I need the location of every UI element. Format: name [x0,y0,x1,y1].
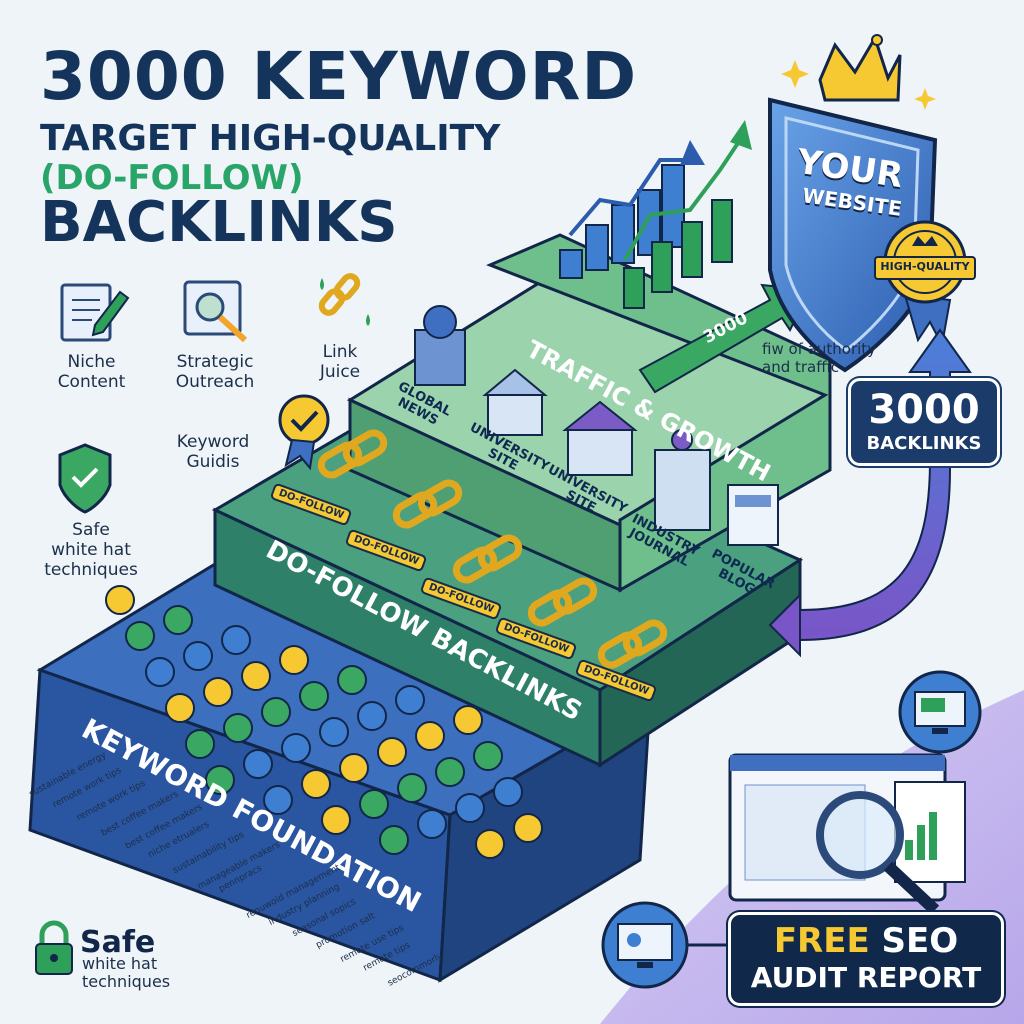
keyword-topic-icon [379,825,409,855]
keyword-topic-icon [165,693,195,723]
keyword-topic-icon [319,717,349,747]
chain-links-group [317,429,668,669]
feature-safe-white-hat: Safe white hat techniques [44,520,138,580]
keyword-topic-icon [163,605,193,635]
keyword-topic-icon [301,769,331,799]
keyword-topic-icon [203,677,233,707]
keyword-topic-icon [279,645,309,675]
keyword-topic-icon [185,729,215,759]
keyword-topic-icon [337,665,367,695]
headline-target-quality: TARGET HIGH-QUALITY [40,118,501,159]
keyword-topic-icon [339,753,369,783]
keyword-topic-icon [243,749,273,779]
audit-word-free: FREE [773,921,870,961]
keyword-topic-icon [221,625,251,655]
keyword-topic-icon [435,757,465,787]
headline-dofollow: (DO-FOLLOW) [40,158,304,198]
check-badge-icon [278,394,330,471]
magnifier-icon [816,791,940,915]
global-news-building-icon [414,305,466,386]
university-site-building-2-icon [562,400,638,476]
keyword-topic-icon [357,701,387,731]
high-quality-label: HIGH-QUALITY [880,260,970,273]
monitor-icon-top [898,670,982,754]
keyword-topic-icon [415,721,445,751]
feature-niche-content: Niche Content [57,352,126,392]
document-pen-icon [60,283,130,342]
chain-link-juice-icon [318,273,370,326]
feature-keyword-guides: Keyword Guidis [176,432,250,472]
keyword-topic-icon [417,809,447,839]
outreach-magnifier-icon [183,280,248,343]
authority-traffic-text: fiw of authority and traffic [762,340,877,376]
keyword-topic-icon [281,733,311,763]
keyword-topic-icon [105,585,135,615]
bottom-safe-subtext: white hat techniques [82,954,171,991]
monitor-icon-bottom [601,901,728,989]
safe-shield-check-icon [58,443,112,514]
keyword-topic-icon [205,765,235,795]
curved-arrow-backlinks [768,328,972,658]
crown-icon [781,34,936,110]
keyword-topic-icon [125,621,155,651]
keyword-topic-icon [359,789,389,819]
feature-strategic-outreach: Strategic Outreach [175,352,255,392]
headline-backlinks: BACKLINKS [40,190,398,255]
headline-3000-keyword: 3000 KEYWORD [40,38,638,115]
keyword-topic-icon [473,741,503,771]
keyword-topic-icon [513,813,543,843]
keyword-topic-icon [395,685,425,715]
keyword-topic-icon [263,785,293,815]
keyword-topic-icon [397,773,427,803]
keyword-topic-icon [475,829,505,859]
keyword-topic-icon [183,641,213,671]
free-seo-audit-banner[interactable]: FREE SEO AUDIT REPORT [728,912,1004,1006]
growth-bar-chart-icon [559,120,752,309]
popular-blog-page-icon [727,484,779,546]
keyword-topic-icon [493,777,523,807]
feature-link-juice: Link Juice [319,342,361,382]
industry-journal-building-icon [654,429,711,531]
keyword-topic-icon [299,681,329,711]
keyword-icon-grid [105,585,543,859]
audit-word-seo: SEO [881,921,959,961]
keyword-topic-icon [145,657,175,687]
keyword-topic-icon [453,705,483,735]
padlock-icon [35,920,73,975]
keyword-topic-icon [455,793,485,823]
keyword-topic-icon [321,805,351,835]
university-site-building-icon [482,368,548,436]
keyword-topic-icon [377,737,407,767]
keyword-topic-icon [223,713,253,743]
backlinks-count-number: 3000 [868,387,980,433]
backlinks-count-label: BACKLINKS [866,433,982,454]
keyword-topic-icon [241,661,271,691]
backlinks-count-badge: 3000 BACKLINKS [848,378,1000,466]
bottom-safe-heading: Safe [80,925,156,960]
audit-report-label: AUDIT REPORT [750,961,982,994]
keyword-topic-icon [261,697,291,727]
